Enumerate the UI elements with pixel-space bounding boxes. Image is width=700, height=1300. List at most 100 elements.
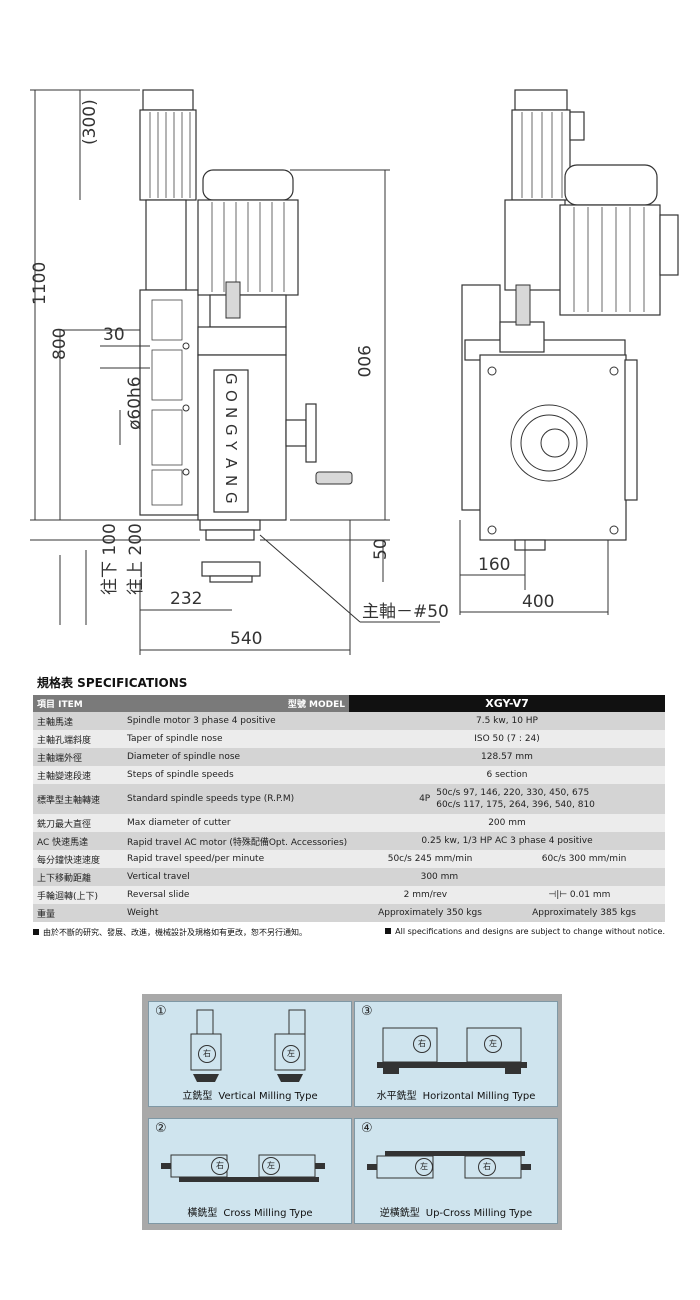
bullet-square-icon — [33, 929, 39, 935]
knob-left: 左 — [282, 1045, 300, 1063]
row-zh: 手輪迴轉(上下) — [33, 886, 123, 904]
row-value: 300 mm — [349, 868, 665, 886]
brand-letter: Y — [222, 440, 240, 451]
table-row: 主軸端外徑 Diameter of spindle nose 128.57 mm — [33, 748, 665, 766]
dim-1100: 1100 — [30, 262, 50, 305]
spec-title: 規格表 SPECIFICATIONS — [37, 676, 188, 690]
row-value: 200 mm — [349, 814, 665, 832]
brand-letter: A — [222, 458, 240, 469]
row-value-b: ⊣|⊢ 0.01 mm — [548, 890, 611, 900]
bullet-square-icon — [385, 928, 392, 934]
type-number: ① — [155, 1004, 167, 1019]
row-zh: 標準型主軸轉速 — [33, 784, 123, 814]
row-en: Max diameter of cutter — [123, 814, 349, 832]
table-row: 上下移動距離 Vertical travel 300 mm — [33, 868, 665, 886]
knob-right: 右 — [198, 1045, 216, 1063]
brand-letter: O — [222, 390, 240, 402]
dim-900: 900 — [353, 345, 373, 377]
row-en: Weight — [123, 904, 349, 922]
row-value: 7.5 kw, 10 HP — [349, 712, 665, 730]
row-en: Standard spindle speeds type (R.P.M) — [123, 784, 349, 814]
row-value-b: Approximately 385 kgs — [532, 908, 636, 918]
row-value-a: 50c/s 245 mm/min — [387, 854, 473, 864]
brand-letter: G — [222, 373, 240, 385]
row-en: Taper of spindle nose — [123, 730, 349, 748]
row-en: Spindle motor 3 phase 4 positive — [123, 712, 349, 730]
row-zh: AC 快速馬達 — [33, 832, 123, 850]
table-row: 標準型主軸轉速 Standard spindle speeds type (R.… — [33, 784, 665, 814]
speed-line-50: 50c/s 97, 146, 220, 330, 450, 675 — [436, 788, 590, 798]
row-value: 50c/s 245 mm/min 60c/s 300 mm/min — [349, 850, 665, 868]
row-zh: 主軸馬達 — [33, 712, 123, 730]
front-view — [30, 89, 440, 655]
dim-50: 50 — [371, 538, 391, 560]
spec-section: 規格表 SPECIFICATIONS 項目 ITEM 型號 MODEL XGY-… — [33, 674, 665, 938]
vertical-milling-illustration — [190, 1009, 306, 1082]
up-cross-milling-illustration — [367, 1151, 531, 1179]
row-en: Rapid travel AC motor (特殊配備Opt. Accessor… — [123, 832, 349, 850]
row-zh: 銑刀最大直徑 — [33, 814, 123, 832]
type-number: ③ — [361, 1004, 373, 1019]
spec-table: 項目 ITEM 型號 MODEL XGY-V7 主軸馬達 Spindle mot… — [33, 695, 665, 922]
type-number: ④ — [361, 1121, 373, 1136]
row-value-a: 300 mm — [420, 872, 459, 882]
row-value: 4P 50c/s 97, 146, 220, 330, 450, 675 60c… — [349, 784, 665, 814]
row-zh: 上下移動距離 — [33, 868, 123, 886]
knob-right: 右 — [211, 1157, 229, 1175]
type-number: ② — [155, 1121, 167, 1136]
dim-540: 540 — [230, 629, 262, 649]
speed-line-60: 60c/s 117, 175, 264, 396, 540, 810 — [436, 800, 595, 810]
row-value-b: 60c/s 300 mm/min — [541, 854, 627, 864]
header-item: 項目 ITEM — [33, 695, 123, 712]
dim-800: 800 — [50, 328, 70, 360]
horizontal-milling-illustration — [377, 1027, 527, 1074]
dim-30: 30 — [103, 325, 125, 345]
table-row: 手輪迴轉(上下) Reversal slide 2 mm/rev ⊣|⊢ 0.0… — [33, 886, 665, 904]
spec-notes: 由於不斷的研究、發展、改進，機械設計及規格如有更改，恕不另行通知。 All sp… — [33, 927, 665, 938]
brand-lettering: G O N G Y A N G — [222, 373, 240, 504]
row-value-a: Approximately 350 kgs — [378, 908, 482, 918]
knob-right: 右 — [478, 1158, 496, 1176]
row-value-a: 2 mm/rev — [403, 890, 448, 900]
table-row: 主軸孔端斜度 Taper of spindle nose ISO 50 (7 :… — [33, 730, 665, 748]
knob-right: 右 — [413, 1035, 431, 1053]
spindle-label: 主軸－#50 — [362, 602, 449, 622]
speed-prefix: 4P — [419, 794, 431, 804]
header-model: XGY-V7 — [349, 695, 665, 712]
brand-letter: N — [222, 407, 240, 418]
table-row: 主軸馬達 Spindle motor 3 phase 4 positive 7.… — [33, 712, 665, 730]
table-row: 每分鐘快速速度 Rapid travel speed/per minute 50… — [33, 850, 665, 868]
row-value: 128.57 mm — [349, 748, 665, 766]
dim-100-down: 往下 100 — [100, 523, 120, 595]
table-row: 重量 Weight Approximately 350 kgs Approxim… — [33, 904, 665, 922]
knob-left: 左 — [415, 1158, 433, 1176]
row-en: Rapid travel speed/per minute — [123, 850, 349, 868]
dim-400: 400 — [522, 592, 554, 612]
row-value: 2 mm/rev ⊣|⊢ 0.01 mm — [349, 886, 665, 904]
knob-left: 左 — [262, 1157, 280, 1175]
row-zh: 主軸孔端斜度 — [33, 730, 123, 748]
spec-header-row: 項目 ITEM 型號 MODEL XGY-V7 — [33, 695, 665, 712]
knob-left: 左 — [484, 1035, 502, 1053]
row-zh: 重量 — [33, 904, 123, 922]
row-zh: 主軸變速段速 — [33, 766, 123, 784]
dim-160: 160 — [478, 555, 510, 575]
row-en: Diameter of spindle nose — [123, 748, 349, 766]
brand-letter: N — [222, 475, 240, 486]
row-zh: 每分鐘快速速度 — [33, 850, 123, 868]
row-value: ISO 50 (7 : 24) — [349, 730, 665, 748]
brand-letter: G — [222, 424, 240, 436]
row-en: Vertical travel — [123, 868, 349, 886]
technical-drawing: G O N G Y A N G (300) 1100 800 30 ø60h6 … — [30, 89, 679, 655]
header-model-label: 型號 MODEL — [123, 695, 349, 712]
side-view — [459, 89, 679, 615]
